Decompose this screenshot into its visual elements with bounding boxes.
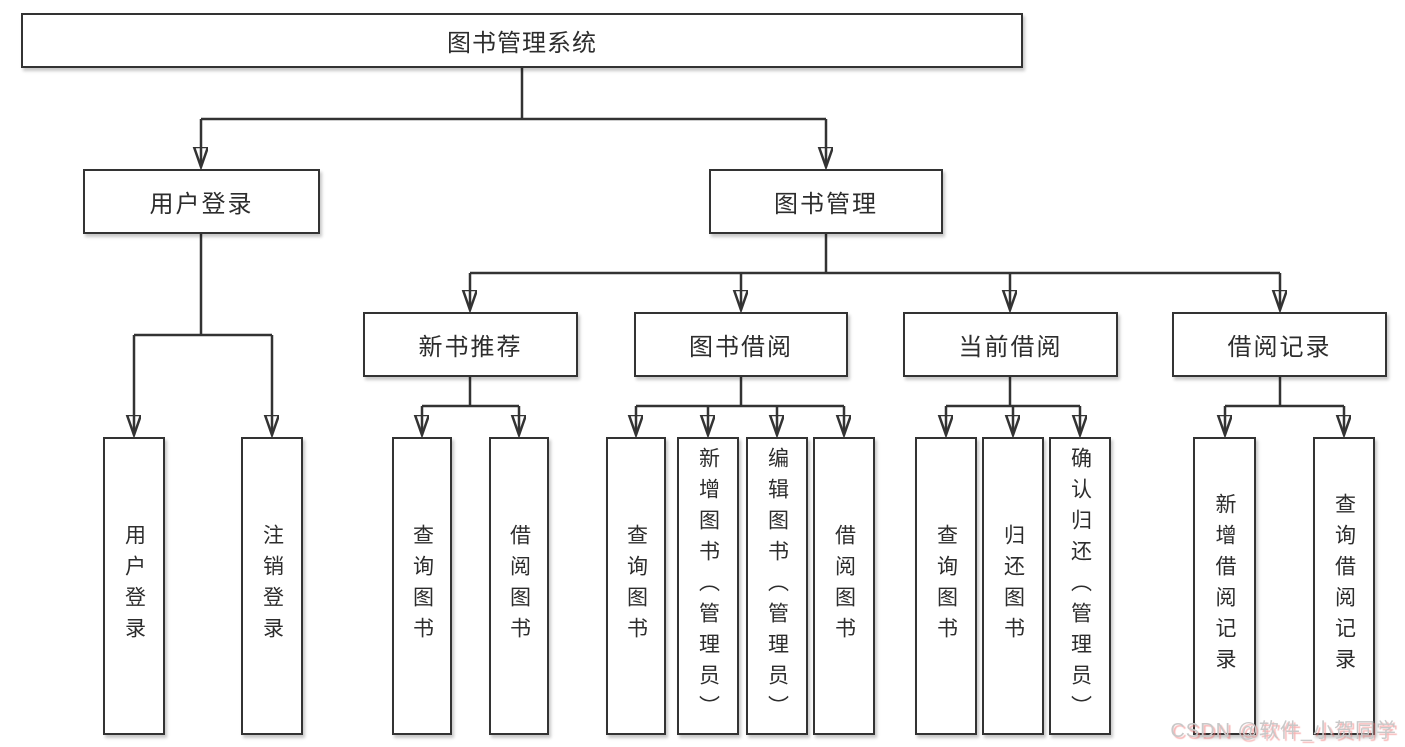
node-library-management-system: 图书管理系统 bbox=[21, 13, 1023, 68]
node-user-login: 用户登录 bbox=[83, 169, 320, 234]
node-label: 编辑图书（管理员） bbox=[765, 446, 789, 726]
node-label: 图书管理 bbox=[774, 191, 878, 218]
leaf-add-book-admin: 新增图书（管理员） bbox=[677, 437, 739, 735]
connector-borrow-records-to-leaves bbox=[1225, 377, 1344, 435]
node-book-borrow: 图书借阅 bbox=[634, 312, 848, 377]
node-label: 借阅图书 bbox=[832, 524, 856, 648]
leaf-borrow-books-recommend: 借阅图书 bbox=[489, 437, 549, 735]
node-current-borrow: 当前借阅 bbox=[903, 312, 1118, 377]
node-label: 借阅图书 bbox=[507, 524, 531, 648]
leaf-query-books-recommend: 查询图书 bbox=[392, 437, 452, 735]
node-label: 查询图书 bbox=[624, 524, 648, 648]
connector-user-login-to-leaves bbox=[134, 234, 272, 435]
connector-book-borrow-to-leaves bbox=[636, 377, 844, 435]
node-label: 新增图书（管理员） bbox=[696, 446, 720, 726]
leaf-edit-book-admin: 编辑图书（管理员） bbox=[746, 437, 808, 735]
leaf-logout: 注销登录 bbox=[241, 437, 303, 735]
node-label: 图书借阅 bbox=[689, 334, 793, 361]
node-label: 注销登录 bbox=[260, 524, 284, 648]
node-label: 查询图书 bbox=[934, 524, 958, 648]
node-label: 新书推荐 bbox=[418, 334, 523, 361]
connector-new-book-recommend-to-leaves bbox=[422, 377, 519, 435]
connector-book-management-to-level3 bbox=[470, 234, 1280, 310]
node-label: 新增借阅记录 bbox=[1213, 493, 1236, 679]
csdn-watermark: CSDN @软件_小贺同学 bbox=[1170, 720, 1397, 742]
leaf-return-book: 归还图书 bbox=[982, 437, 1044, 735]
node-new-book-recommend: 新书推荐 bbox=[363, 312, 578, 377]
leaf-borrow-books: 借阅图书 bbox=[813, 437, 875, 735]
node-label: 归还图书 bbox=[1001, 524, 1025, 648]
node-label: 确认归还（管理员） bbox=[1068, 446, 1092, 726]
node-label: 查询图书 bbox=[410, 524, 434, 648]
node-label: 查询借阅记录 bbox=[1332, 493, 1356, 679]
leaf-query-borrow-record: 查询借阅记录 bbox=[1313, 437, 1375, 735]
node-label: 图书管理系统 bbox=[447, 30, 597, 57]
connector-current-borrow-to-leaves bbox=[946, 377, 1080, 435]
node-label: 借阅记录 bbox=[1227, 334, 1332, 361]
leaf-confirm-return-admin: 确认归还（管理员） bbox=[1049, 437, 1111, 735]
leaf-add-borrow-record: 新增借阅记录 bbox=[1193, 437, 1256, 735]
node-label: 当前借阅 bbox=[958, 334, 1063, 361]
node-book-management: 图书管理 bbox=[709, 169, 943, 234]
node-borrow-records: 借阅记录 bbox=[1172, 312, 1387, 377]
connector-root-to-level2 bbox=[201, 68, 826, 167]
leaf-query-books-current: 查询图书 bbox=[915, 437, 977, 735]
leaf-query-books-borrow: 查询图书 bbox=[606, 437, 666, 735]
leaf-user-login: 用户登录 bbox=[103, 437, 165, 735]
node-label: 用户登录 bbox=[122, 524, 146, 648]
node-label: 用户登录 bbox=[149, 191, 254, 218]
